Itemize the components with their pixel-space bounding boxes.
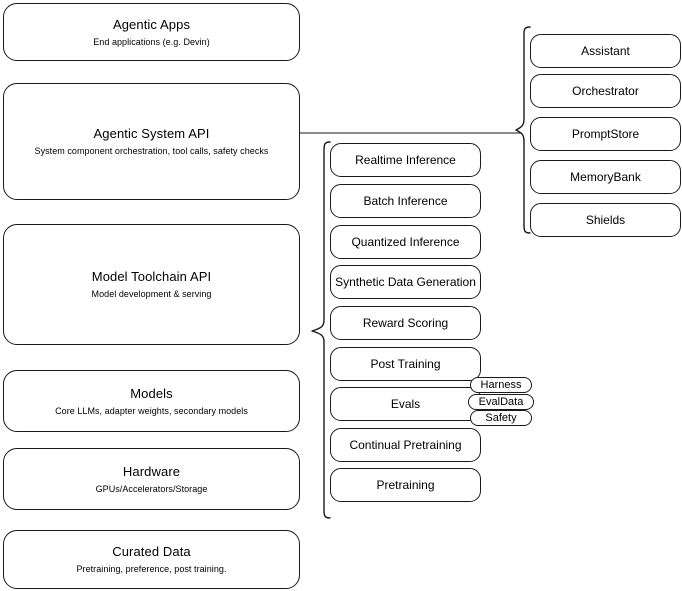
toolchain-item-realtime-inference[interactable]: Realtime Inference	[330, 143, 481, 177]
item-label: PromptStore	[571, 126, 640, 141]
toolchain-item-quantized-inference[interactable]: Quantized Inference	[330, 225, 481, 259]
item-label: Evals	[390, 396, 421, 411]
layer-subtitle: Core LLMs, adapter weights, secondary mo…	[55, 405, 248, 416]
eval-pill-safety[interactable]: Safety	[470, 410, 532, 426]
eval-pill-evaldata[interactable]: EvalData	[468, 394, 534, 410]
toolchain-item-continual-pretraining[interactable]: Continual Pretraining	[330, 428, 481, 462]
layer-title: Agentic Apps	[112, 16, 191, 32]
layer-agentic-apps[interactable]: Agentic Apps End applications (e.g. Devi…	[3, 3, 300, 61]
layer-subtitle: End applications (e.g. Devin)	[93, 36, 210, 47]
item-label: Shields	[585, 212, 626, 227]
layer-title: Agentic System API	[93, 126, 210, 141]
toolchain-item-pretraining[interactable]: Pretraining	[330, 468, 481, 502]
layer-agentic-system-api[interactable]: Agentic System API System component orch…	[3, 83, 300, 200]
item-label: Synthetic Data Generation	[335, 274, 476, 289]
layer-subtitle: System component orchestration, tool cal…	[34, 146, 269, 156]
item-label: Quantized Inference	[351, 234, 460, 249]
layer-subtitle: GPUs/Accelerators/Storage	[95, 483, 208, 494]
layer-hardware[interactable]: Hardware GPUs/Accelerators/Storage	[3, 448, 300, 510]
layer-title: Model Toolchain API	[91, 269, 212, 284]
toolchain-item-post-training[interactable]: Post Training	[330, 347, 481, 381]
layer-model-toolchain-api[interactable]: Model Toolchain API Model development & …	[3, 224, 300, 345]
layer-subtitle: Model development & serving	[91, 289, 212, 299]
system-item-promptstore[interactable]: PromptStore	[530, 117, 681, 151]
toolchain-item-synthetic-data-generation[interactable]: Synthetic Data Generation	[330, 265, 481, 299]
item-label: Realtime Inference	[355, 152, 456, 167]
system-api-connector-line	[300, 126, 526, 140]
pill-label: Harness	[480, 378, 522, 391]
item-label: Continual Pretraining	[349, 437, 462, 452]
item-label: Pretraining	[376, 477, 435, 492]
item-label: Batch Inference	[363, 193, 448, 208]
toolchain-item-evals[interactable]: Evals	[330, 387, 481, 421]
toolchain-items-bracket	[310, 140, 332, 520]
item-label: Orchestrator	[572, 83, 639, 98]
system-item-memorybank[interactable]: MemoryBank	[530, 160, 681, 194]
item-label: Post Training	[370, 356, 441, 371]
item-label: MemoryBank	[570, 169, 641, 184]
layer-title: Curated Data	[112, 544, 191, 559]
item-label: Assistant	[581, 43, 630, 58]
layer-curated-data[interactable]: Curated Data Pretraining, preference, po…	[3, 530, 300, 589]
system-item-orchestrator[interactable]: Orchestrator	[530, 74, 681, 108]
toolchain-item-batch-inference[interactable]: Batch Inference	[330, 184, 481, 218]
layer-title: Models	[130, 385, 173, 401]
pill-label: Safety	[485, 411, 517, 424]
item-label: Reward Scoring	[362, 315, 449, 330]
system-item-shields[interactable]: Shields	[530, 203, 681, 237]
layer-models[interactable]: Models Core LLMs, adapter weights, secon…	[3, 370, 300, 432]
layer-subtitle: Pretraining, preference, post training.	[76, 564, 227, 574]
pill-label: EvalData	[478, 395, 524, 408]
system-item-assistant[interactable]: Assistant	[530, 34, 681, 68]
toolchain-item-reward-scoring[interactable]: Reward Scoring	[330, 306, 481, 340]
eval-pill-harness[interactable]: Harness	[470, 377, 532, 393]
layer-title: Hardware	[122, 463, 181, 479]
